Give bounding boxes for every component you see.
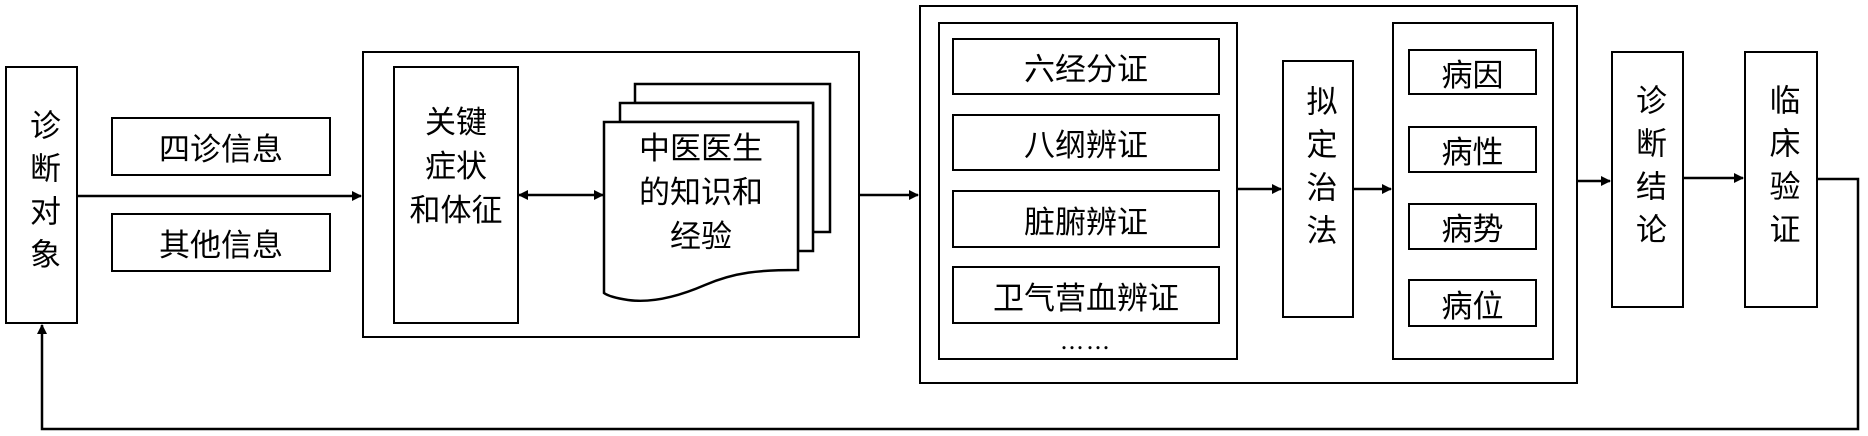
disease-aspect-label: 病位 xyxy=(1441,288,1504,325)
clinical-verification-label: 临床验证 xyxy=(1763,83,1800,256)
doctor-knowledge-line-1: 中医医生 xyxy=(639,131,763,167)
key-symptoms-box[interactable]: 关键 症状 和体征 xyxy=(393,66,519,324)
syndrome-method-label: 六经分证 xyxy=(1024,52,1148,88)
key-symptoms-line-1: 关键 xyxy=(425,105,487,141)
diagnosis-conclusion-box[interactable]: 诊断结论 xyxy=(1611,51,1684,308)
syndrome-method-item[interactable]: 卫气营血辨证 xyxy=(952,266,1220,324)
doctor-knowledge-line-2: 的知识和 xyxy=(639,175,763,211)
key-symptoms-line-2: 症状 xyxy=(425,149,487,185)
treatment-method-box[interactable]: 拟定治法 xyxy=(1282,60,1354,318)
four-diagnosis-info-box[interactable]: 四诊信息 xyxy=(111,117,331,176)
doctor-knowledge-line-3: 经验 xyxy=(670,219,732,255)
syndrome-method-item[interactable]: 脏腑辨证 xyxy=(952,190,1220,248)
diagnosis-object-box[interactable]: 诊断对象 xyxy=(5,66,78,324)
syndrome-methods-group xyxy=(938,22,1238,360)
key-symptoms-label: 关键 症状 和体征 xyxy=(395,40,517,294)
syndrome-method-item[interactable]: 八纲辨证 xyxy=(952,114,1220,171)
syndrome-method-label: 卫气营血辨证 xyxy=(993,280,1179,317)
key-symptoms-line-3: 和体征 xyxy=(409,193,503,229)
document-stack-icon xyxy=(602,82,832,303)
clinical-verification-box[interactable]: 临床验证 xyxy=(1744,51,1818,308)
analysis-group xyxy=(362,51,860,338)
syndrome-methods-ellipsis: …… xyxy=(1060,327,1112,355)
syndrome-method-label: 脏腑辨证 xyxy=(1024,204,1148,241)
disease-aspect-item[interactable]: 病性 xyxy=(1408,126,1537,173)
disease-aspect-label: 病势 xyxy=(1441,212,1504,248)
other-info-label: 其他信息 xyxy=(159,228,283,264)
diagnosis-object-label: 诊断对象 xyxy=(24,109,60,281)
disease-aspect-label: 病因 xyxy=(1441,57,1504,94)
disease-aspects-group xyxy=(1392,22,1554,360)
disease-aspect-item[interactable]: 病势 xyxy=(1408,203,1537,250)
syndrome-method-item[interactable]: 六经分证 xyxy=(952,38,1220,95)
syndrome-method-label: 八纲辨证 xyxy=(1024,128,1148,164)
disease-aspect-item[interactable]: 病位 xyxy=(1408,279,1537,327)
four-diagnosis-info-label: 四诊信息 xyxy=(159,132,283,168)
diagnosis-conclusion-label: 诊断结论 xyxy=(1630,83,1666,256)
arrow-feedback-loop xyxy=(37,177,1860,431)
doctor-knowledge-label[interactable]: 中医医生 的知识和 经验 xyxy=(604,128,798,258)
disease-aspect-item[interactable]: 病因 xyxy=(1408,49,1537,95)
disease-aspect-label: 病性 xyxy=(1441,135,1504,171)
treatment-method-label: 拟定治法 xyxy=(1300,85,1337,257)
document-page-front xyxy=(602,120,800,303)
differentiation-group xyxy=(919,5,1578,384)
other-info-box[interactable]: 其他信息 xyxy=(111,213,331,272)
